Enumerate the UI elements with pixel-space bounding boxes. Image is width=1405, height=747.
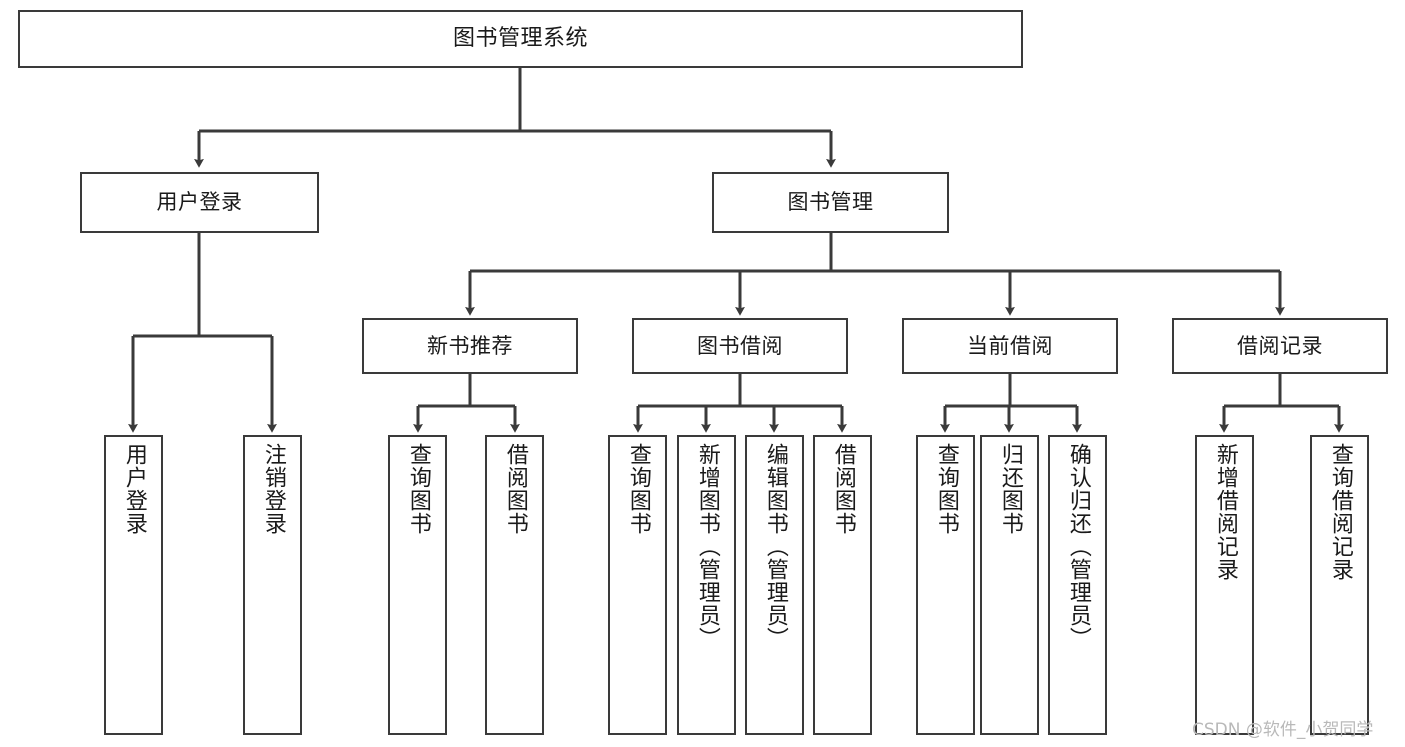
node-label: 借阅图书 [502,443,528,535]
leaf-current-confirm-return[interactable]: 确认归还（管理员） [1048,435,1107,735]
node-label: 借阅记录 [1237,333,1323,358]
leaf-new-book-query[interactable]: 查询图书 [388,435,447,735]
leaf-borrow-query-book[interactable]: 查询图书 [608,435,667,735]
node-label: 编辑图书（管理员） [762,443,788,650]
leaf-borrow-borrow-book[interactable]: 借阅图书 [813,435,872,735]
node-label: 查询图书 [933,443,959,535]
node-label: 借阅图书 [830,443,856,535]
node-label: 新增图书（管理员） [694,443,720,650]
leaf-record-query[interactable]: 查询借阅记录 [1310,435,1369,735]
leaf-current-return-book[interactable]: 归还图书 [980,435,1039,735]
node-borrow-record[interactable]: 借阅记录 [1172,318,1388,374]
node-label: 确认归还（管理员） [1065,443,1091,650]
node-label: 用户登录 [121,443,147,535]
leaf-borrow-edit-book[interactable]: 编辑图书（管理员） [745,435,804,735]
leaf-borrow-add-book[interactable]: 新增图书（管理员） [677,435,736,735]
node-label: 查询借阅记录 [1327,443,1353,581]
leaf-user-login-login[interactable]: 用户登录 [104,435,163,735]
leaf-user-login-logout[interactable]: 注销登录 [243,435,302,735]
leaf-new-book-borrow[interactable]: 借阅图书 [485,435,544,735]
node-label: 查询图书 [405,443,431,535]
node-label: 图书管理 [787,190,874,215]
node-current-borrow[interactable]: 当前借阅 [902,318,1118,374]
node-book-borrow[interactable]: 图书借阅 [632,318,848,374]
node-book-management[interactable]: 图书管理 [712,172,949,233]
node-label: 当前借阅 [967,333,1053,358]
node-label: 新书推荐 [427,333,513,358]
node-user-login[interactable]: 用户登录 [80,172,319,233]
node-label: 注销登录 [260,443,286,535]
node-label: 图书借阅 [697,333,783,358]
node-label: 图书管理系统 [452,26,588,52]
node-root-system[interactable]: 图书管理系统 [18,10,1023,68]
node-label: 归还图书 [997,443,1023,535]
node-label: 用户登录 [156,190,243,215]
node-new-book-recommend[interactable]: 新书推荐 [362,318,578,374]
node-label: 查询图书 [625,443,651,535]
leaf-current-query-book[interactable]: 查询图书 [916,435,975,735]
csdn-watermark: CSDN @软件_小贺同学 [1192,720,1374,740]
node-label: 新增借阅记录 [1212,443,1238,581]
leaf-record-add[interactable]: 新增借阅记录 [1195,435,1254,735]
